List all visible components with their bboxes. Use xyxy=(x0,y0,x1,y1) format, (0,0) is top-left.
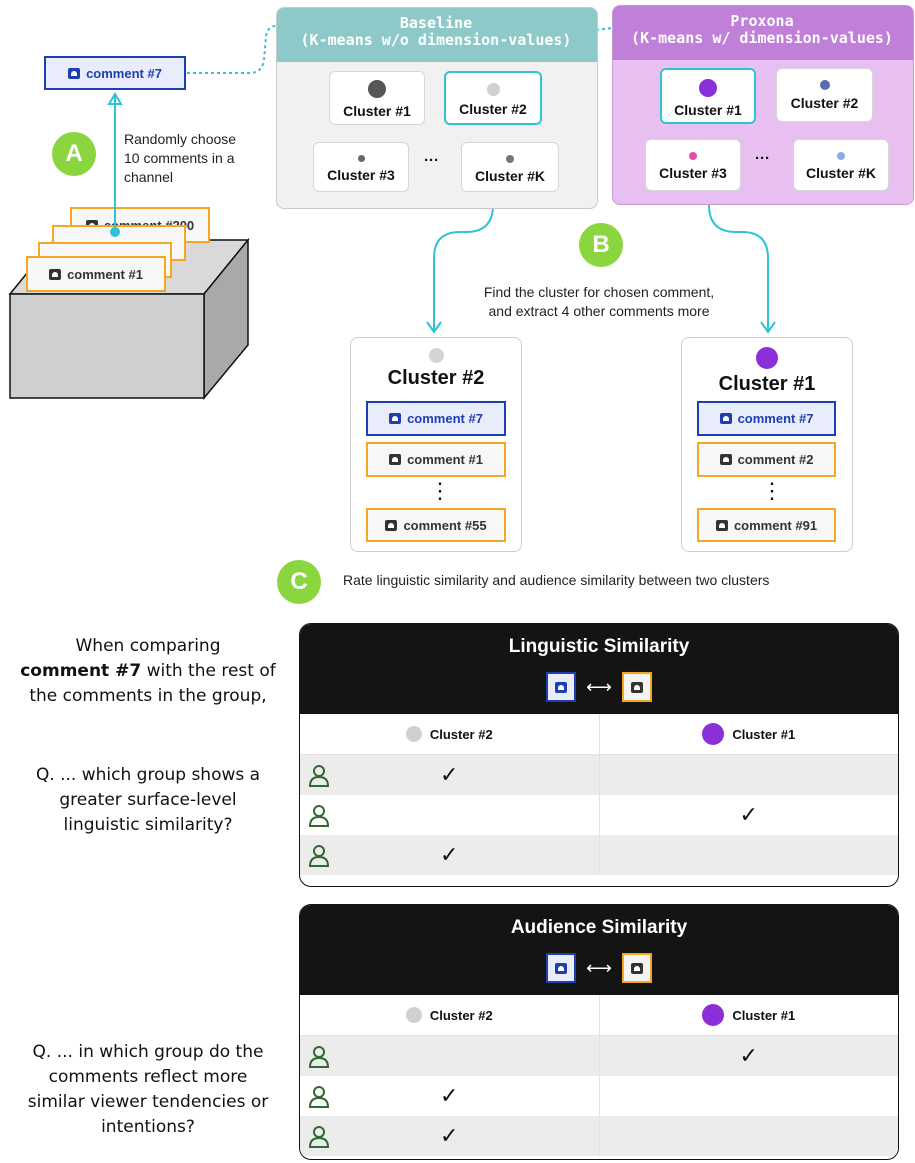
proxona-cluster-1: Cluster #1 xyxy=(660,68,756,124)
question-intro: When comparing comment #7 with the rest … xyxy=(20,636,276,706)
audience-title: Audience Similarity xyxy=(510,917,688,938)
user-icon xyxy=(308,1046,330,1068)
rater-row: ✓ xyxy=(300,1036,898,1076)
audience-columns: Cluster #2 Cluster #1 xyxy=(300,995,898,1036)
user-icon xyxy=(308,1086,330,1108)
comment-icon xyxy=(385,519,398,531)
baseline-cluster-k: Cluster #K xyxy=(461,142,559,192)
compare-arrow-icon: ⟷ xyxy=(586,676,612,697)
cluster-dot xyxy=(405,1007,422,1023)
baseline-title: Baseline (K-means w/o dimension-values) xyxy=(300,14,572,49)
result-left-comment-3: comment #55 xyxy=(366,508,506,542)
user-icon xyxy=(308,845,330,867)
rater-row: ✓ xyxy=(300,1116,898,1156)
result-left-comment-1: comment #7 xyxy=(366,401,506,436)
linguistic-table: Linguistic Similarity ⟷ Cluster #2 Clust… xyxy=(299,623,899,887)
cluster-dot xyxy=(702,1004,725,1026)
comment-icon xyxy=(49,268,62,280)
step-a-badge: A xyxy=(52,132,96,176)
audience-table: Audience Similarity ⟷ Cluster #2 Cluster… xyxy=(299,904,899,1160)
question-audience: Q. ... in which group do the comments re… xyxy=(27,1042,269,1137)
rater-row: ✓ xyxy=(300,1076,898,1116)
result-right-comment-1: comment #7 xyxy=(697,401,836,436)
step-c-note: Rate linguistic similarity and audience … xyxy=(343,572,770,588)
proxona-title: Proxona (K-means w/ dimension-values) xyxy=(631,12,893,47)
baseline-cluster-2: Cluster #2 xyxy=(444,71,542,125)
cluster-dot xyxy=(357,155,365,162)
proxona-cluster-k: Cluster #K xyxy=(793,139,889,191)
cluster-dot xyxy=(702,723,725,745)
cluster-dot xyxy=(837,152,845,160)
linguistic-columns: Cluster #2 Cluster #1 xyxy=(300,714,898,755)
baseline-cluster-3: Cluster #3 xyxy=(313,142,409,192)
result-left-comment-2: comment #1 xyxy=(366,442,506,477)
step-b-badge: B xyxy=(579,223,623,267)
comment-icon xyxy=(389,413,402,424)
step-b-note: Find the cluster for chosen comment, and… xyxy=(483,284,715,319)
cluster-dot xyxy=(756,347,778,369)
comment-icon xyxy=(719,413,732,424)
result-left-vdots: ⋮ xyxy=(429,478,451,503)
cluster-dot xyxy=(428,348,444,363)
cluster-dot xyxy=(699,79,717,97)
proxona-cluster-3: Cluster #3 xyxy=(645,139,741,191)
rater-row: ✓ xyxy=(300,755,898,795)
comment-icon xyxy=(389,454,402,465)
chosen-comment-icon xyxy=(546,672,577,702)
group-comment-icon xyxy=(621,953,652,983)
result-right-comment-2: comment #2 xyxy=(697,442,836,477)
result-right-comment-3: comment #91 xyxy=(697,508,836,542)
linguistic-title: Linguistic Similarity xyxy=(508,636,690,657)
cluster-dot xyxy=(368,80,386,98)
baseline-cluster-1: Cluster #1 xyxy=(329,71,425,125)
proxona-ellipsis: ··· xyxy=(755,150,770,167)
user-icon xyxy=(308,765,330,787)
question-linguistic: Q. ... which group shows a greater surfa… xyxy=(35,765,261,835)
linguistic-header: Linguistic Similarity ⟷ xyxy=(300,624,898,714)
rater-row: ✓ xyxy=(300,835,898,875)
cluster-dot xyxy=(506,155,514,163)
result-right-vdots: ⋮ xyxy=(761,478,783,503)
chosen-comment: comment #7 xyxy=(44,56,186,90)
comment-icon xyxy=(719,454,732,465)
proxona-cluster-2: Cluster #2 xyxy=(776,68,873,122)
cluster-dot xyxy=(486,83,500,96)
comment-icon xyxy=(715,519,728,531)
chosen-comment-icon xyxy=(546,953,577,983)
step-c-badge: C xyxy=(277,560,321,604)
compare-arrow-icon: ⟷ xyxy=(586,957,612,978)
baseline-header xyxy=(277,8,597,62)
baseline-ellipsis: ··· xyxy=(424,152,439,169)
audience-header: Audience Similarity ⟷ xyxy=(300,905,898,995)
stack-comment-front: comment #1 xyxy=(26,256,166,292)
rater-row: ✓ xyxy=(300,795,898,835)
user-icon xyxy=(308,805,330,827)
user-icon xyxy=(308,1126,330,1148)
comment-icon xyxy=(68,67,81,79)
proxona-header xyxy=(613,6,913,60)
step-a-note: Randomly choose 10 comments in a channel xyxy=(124,131,237,185)
cluster-dot xyxy=(819,80,830,90)
cluster-dot xyxy=(405,726,422,742)
cluster-dot xyxy=(689,152,697,160)
group-comment-icon xyxy=(621,672,652,702)
